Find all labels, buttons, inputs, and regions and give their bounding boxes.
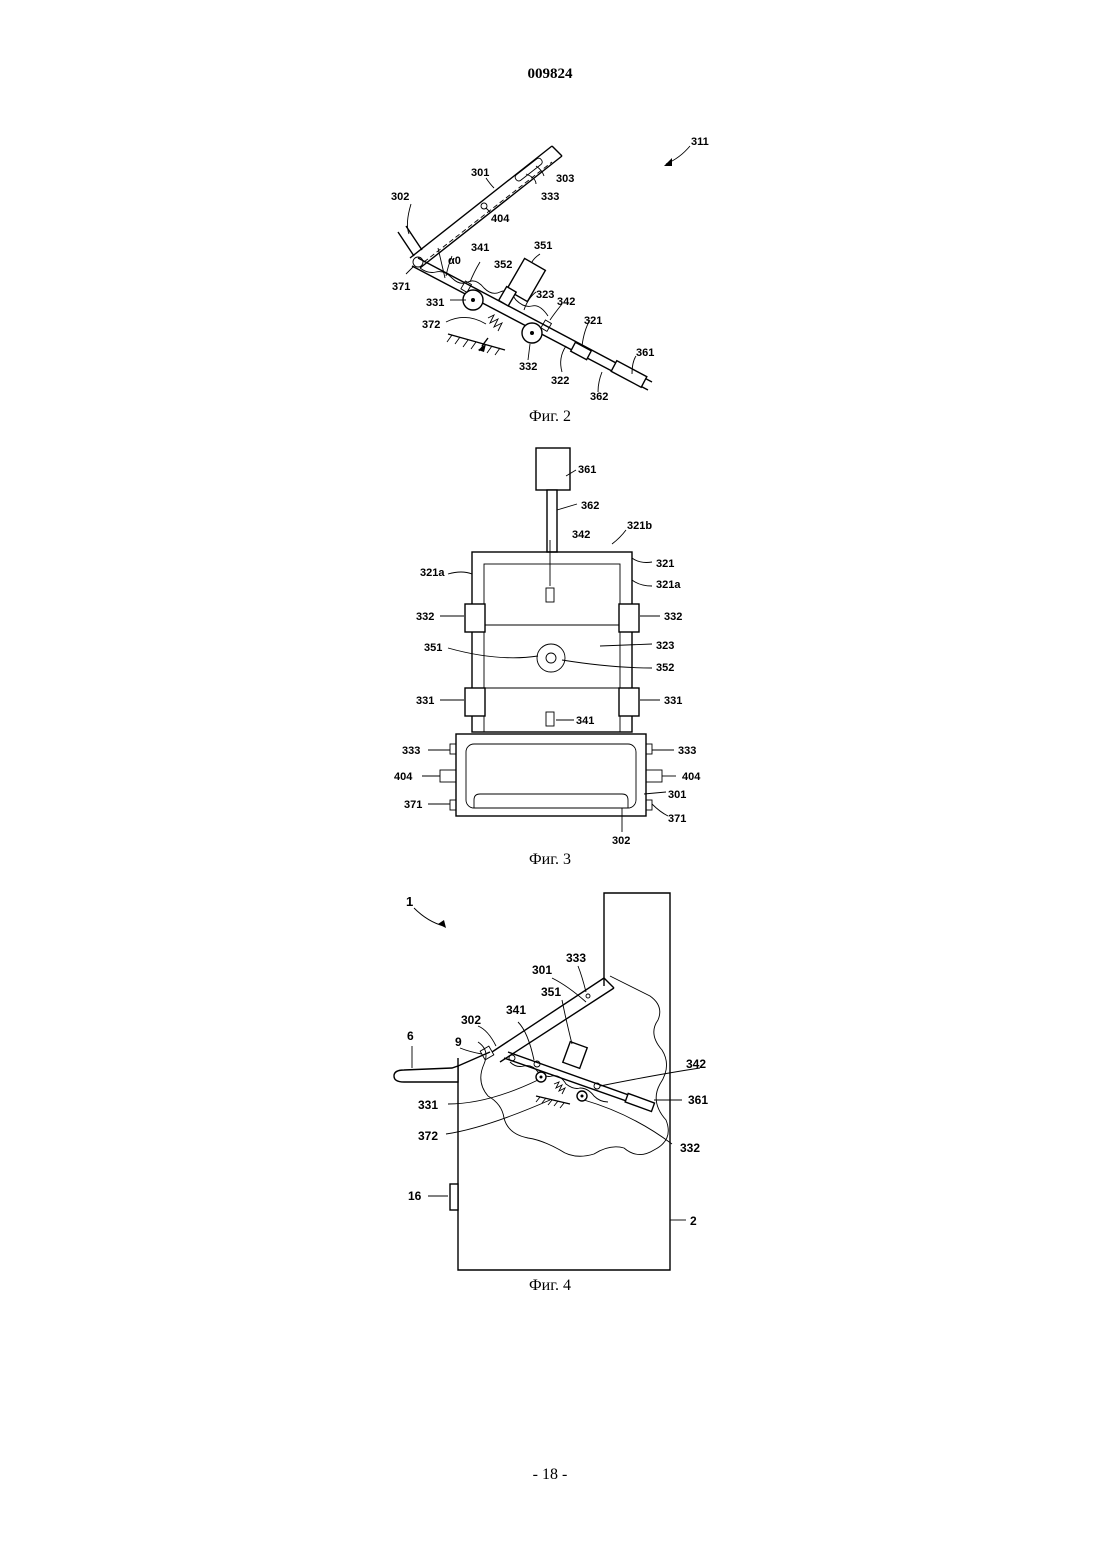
figure-3 — [422, 448, 676, 832]
figure-4 — [394, 893, 700, 1270]
fig3-roller-332-right — [619, 604, 639, 632]
fig3-roller-331-left — [465, 688, 485, 716]
fig3-label: 331 — [416, 695, 434, 707]
fig3-label: 351 — [424, 642, 442, 654]
fig3-label: 333 — [678, 745, 696, 757]
page-number: - 18 - — [0, 1466, 1100, 1484]
fig2-slot — [514, 157, 544, 182]
fig2-label: 342 — [557, 296, 575, 308]
fig4-label: 342 — [686, 1057, 706, 1071]
fig3-solenoid — [537, 644, 565, 672]
fig4-label: 302 — [461, 1013, 481, 1027]
fig3-label: 371 — [668, 813, 686, 825]
fig2-label: 372 — [422, 319, 440, 331]
fig4-label: 6 — [407, 1029, 414, 1043]
fig3-label: 323 — [656, 640, 674, 652]
fig3-stop-342 — [546, 588, 554, 602]
fig2-label: 303 — [556, 173, 574, 185]
fig3-label: 341 — [576, 715, 594, 727]
fig2-caption: Фиг. 2 — [529, 408, 571, 425]
fig2-label: 332 — [519, 361, 537, 373]
fig2-spring — [488, 315, 502, 331]
fig4-label: 333 — [566, 951, 586, 965]
fig2-label: 371 — [392, 281, 410, 293]
fig2-label: 321 — [584, 315, 602, 327]
fig4-label: 332 — [680, 1141, 700, 1155]
fig2-label: 301 — [471, 167, 489, 179]
fig4-label: 16 — [408, 1189, 422, 1203]
fig3-roller-332-left — [465, 604, 485, 632]
fig4-label: 2 — [690, 1214, 697, 1228]
fig2-label: 362 — [590, 391, 608, 403]
fig3-label: 333 — [402, 745, 420, 757]
fig3-stop-341 — [546, 712, 554, 726]
fig3-frame-321 — [472, 552, 632, 732]
fig4-label: 331 — [418, 1098, 438, 1112]
fig4-label: 341 — [506, 1003, 526, 1017]
fig3-label: 331 — [664, 695, 682, 707]
fig3-label: 321 — [656, 558, 674, 570]
fig4-label: 301 — [532, 963, 552, 977]
fig3-motor — [536, 448, 570, 490]
fig3-label: 332 — [416, 611, 434, 623]
fig3-label: 362 — [581, 500, 599, 512]
fig2-label: 323 — [536, 289, 554, 301]
fig4-caption: Фиг. 4 — [529, 1277, 571, 1294]
fig4-label: 351 — [541, 985, 561, 999]
fig3-label: 321b — [627, 520, 652, 532]
fig4-button-16 — [450, 1184, 458, 1210]
fig2-label: 361 — [636, 347, 654, 359]
fig2-label: 351 — [534, 240, 552, 252]
fig4-flap-b — [500, 988, 614, 1062]
fig3-housing-301 — [456, 734, 646, 816]
fig3-label: 301 — [668, 789, 686, 801]
fig4-solenoid — [563, 1042, 587, 1069]
fig3-label: 332 — [664, 611, 682, 623]
fig3-caption: Фиг. 3 — [529, 851, 571, 868]
fig2-label: 322 — [551, 375, 569, 387]
fig3-label: 321a — [656, 579, 681, 591]
fig2-label: 404 — [491, 213, 510, 225]
fig2-label: 302 — [391, 191, 409, 203]
fig2-motor — [611, 361, 647, 388]
fig4-label: 1 — [406, 894, 413, 909]
fig2-label: 333 — [541, 191, 559, 203]
fig3-label: 342 — [572, 529, 590, 541]
fig2-label: 341 — [471, 242, 489, 254]
fig4-label: 9 — [455, 1035, 462, 1049]
fig3-label: 302 — [612, 835, 630, 847]
fig2-label: 331 — [426, 297, 444, 309]
fig3-label: 371 — [404, 799, 422, 811]
fig3-label: 321a — [420, 567, 445, 579]
fig4-label: 361 — [688, 1093, 708, 1107]
fig2-label: 311 — [691, 136, 709, 148]
fig3-label: 361 — [578, 464, 596, 476]
fig2-label: α0 — [448, 255, 461, 267]
fig4-tray-6 — [394, 1066, 458, 1082]
fig2-label: 352 — [494, 259, 512, 271]
fig3-label: 404 — [682, 771, 701, 783]
fig3-label: 352 — [656, 662, 674, 674]
fig4-label: 372 — [418, 1129, 438, 1143]
fig3-label: 404 — [394, 771, 413, 783]
fig3-roller-331-right — [619, 688, 639, 716]
